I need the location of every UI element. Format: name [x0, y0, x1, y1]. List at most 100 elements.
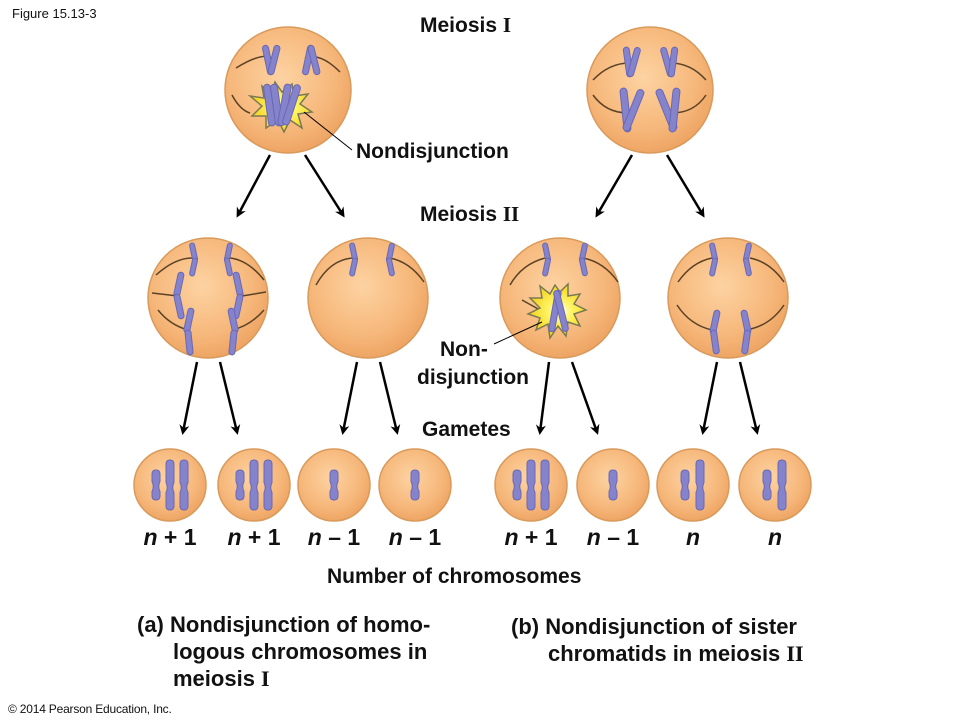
count-n: n: [307, 524, 322, 550]
spindle-fiber: [521, 299, 541, 311]
count-n: n: [685, 524, 701, 550]
arrow: [303, 154, 345, 218]
caption-b: (b) Nondisjunction of sister chromatids …: [511, 613, 804, 667]
arrow: [595, 154, 634, 218]
chromosome: [526, 459, 536, 511]
count-offset: 1: [428, 524, 442, 550]
stage-label-text: Meiosis: [420, 14, 503, 37]
caption-b-line1: (b) Nondisjunction of sister: [511, 614, 797, 639]
count-operator: –: [402, 524, 429, 550]
caption-a-line3: meiosis I: [137, 665, 430, 692]
count-n: n: [504, 524, 519, 550]
arrow: [665, 154, 705, 218]
cell-membrane: [307, 237, 429, 359]
chromosome: [619, 46, 681, 133]
spindle-fiber: [155, 257, 193, 276]
spindle-fiber: [676, 304, 713, 331]
arrows-meiosis-1: [236, 154, 705, 218]
stage-label-text: Meiosis: [420, 203, 503, 226]
gamete-membrane: [656, 448, 730, 522]
count-n: n: [586, 524, 601, 550]
chromosome: [680, 469, 690, 501]
chromosome: [151, 469, 161, 501]
gamete-cell: [133, 448, 207, 522]
count-offset: 1: [183, 524, 197, 550]
caption-b-line2-text: chromatids in meiosis: [548, 641, 787, 666]
chromosome: [695, 459, 705, 511]
chromosome: [173, 242, 244, 356]
caption-b-roman: II: [786, 641, 804, 666]
count-offset: 1: [267, 524, 281, 550]
spindle-fiber: [389, 257, 425, 283]
cell-membrane: [667, 237, 789, 359]
meiosis-1-cell-a: [224, 26, 353, 154]
gamete-cell: [738, 448, 812, 522]
chromosome: [548, 289, 569, 333]
count-operator: –: [600, 524, 627, 550]
meiosis-2-cell-4: [667, 237, 789, 359]
stage-label-meiosis-1: Meiosis I: [420, 13, 511, 38]
callout-line: [303, 111, 353, 151]
chromosome: [410, 469, 420, 501]
chromosome-count-label: n – 1: [375, 524, 455, 551]
gamete-cell: [217, 448, 291, 522]
chromosome-count-label: n: [653, 524, 733, 551]
arrow: [218, 361, 241, 435]
count-n: n: [767, 524, 783, 550]
meiosis-1-cell-b: [586, 26, 714, 154]
count-n: n: [143, 524, 158, 550]
spindle-fiber: [231, 94, 251, 114]
chromosome: [542, 242, 588, 277]
chromosome: [512, 469, 522, 501]
stage-roman-numeral: II: [502, 202, 520, 226]
callout-nondisjunction-meiosis-2-line1: Non-: [440, 338, 488, 361]
spindle-fiber: [241, 291, 267, 297]
count-operator: +: [241, 524, 268, 550]
arrow: [738, 361, 761, 435]
arrow: [378, 361, 401, 435]
cell-membrane: [147, 237, 269, 359]
chromosome: [608, 469, 618, 501]
count-offset: 1: [347, 524, 361, 550]
chromosome: [349, 242, 395, 277]
gamete-cell: [576, 448, 650, 522]
caption-a-roman: I: [261, 666, 270, 691]
count-operator: +: [518, 524, 545, 550]
chromosome: [262, 44, 321, 76]
spindle-fiber: [509, 257, 546, 286]
spindle-fiber: [749, 257, 785, 283]
chromosome: [235, 469, 245, 501]
spindle-fiber: [677, 257, 713, 283]
count-operator: –: [321, 524, 348, 550]
caption-a-line3-text: meiosis: [173, 666, 262, 691]
figure-label: Figure 15.13-3: [12, 6, 97, 21]
arrow: [535, 361, 551, 435]
chromosome: [540, 459, 550, 511]
arrow: [179, 361, 199, 435]
chromosome-count-label: n + 1: [214, 524, 294, 551]
spindle-fiber: [582, 257, 619, 283]
chromosome: [263, 459, 273, 511]
caption-a-line2: logous chromosomes in: [173, 639, 428, 664]
callout-line: [493, 321, 543, 345]
count-n: n: [388, 524, 403, 550]
arrows-meiosis-2: [179, 361, 761, 435]
axis-title-number-of-chromosomes: Number of chromosomes: [327, 565, 582, 588]
arrow: [570, 361, 600, 435]
chromosome: [165, 459, 175, 511]
caption-a-line1: (a) Nondisjunction of homo-: [137, 612, 431, 637]
meiosis-2-cell-3: [493, 237, 621, 359]
copyright-notice: © 2014 Pearson Education, Inc.: [8, 702, 172, 716]
chromosome-count-label: n + 1: [491, 524, 571, 551]
gamete-cell: [378, 448, 452, 522]
stage-label-gametes: Gametes: [422, 418, 511, 441]
gamete-cell: [656, 448, 730, 522]
chromosome-count-label: n: [735, 524, 815, 551]
count-n: n: [227, 524, 242, 550]
arrow: [236, 154, 272, 218]
gamete-cell: [297, 448, 371, 522]
gamete-cell: [494, 448, 568, 522]
meiosis-2-cell-1: [147, 237, 269, 359]
arrow: [339, 361, 359, 435]
